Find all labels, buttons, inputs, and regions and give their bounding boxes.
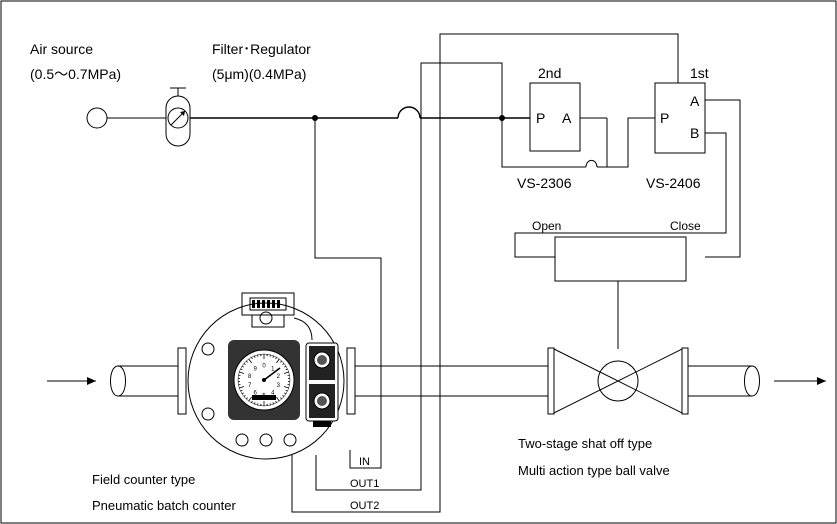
dial-tick <box>240 389 243 392</box>
dial-number: 0 <box>262 364 266 370</box>
dial-tick <box>243 363 246 366</box>
dial-tick <box>275 357 277 360</box>
dial-number: 2 <box>277 374 281 380</box>
stage-2nd-label: 2nd <box>538 65 561 81</box>
dial-tick <box>275 400 277 403</box>
air-pressure-label: (0.5～0.7MPa) <box>30 66 121 82</box>
counter-caption-1: Field counter type <box>92 472 195 487</box>
dial-tick <box>248 396 252 402</box>
counter-caption-2: Pneumatic batch counter <box>92 498 236 513</box>
air-source-symbol <box>86 107 108 129</box>
dial-number: 1 <box>271 366 275 372</box>
dial-tick <box>280 397 283 400</box>
dial-tick <box>285 368 288 371</box>
actuator-close-label: Close <box>670 219 701 233</box>
dial-tick <box>251 357 253 360</box>
air-supply-line <box>86 87 530 147</box>
signal-out1-label: OUT1 <box>350 478 379 490</box>
air-source-label: Air source <box>30 41 93 57</box>
dial-tick <box>239 386 245 389</box>
actuator-open-label: Open <box>532 219 561 233</box>
dial-tick <box>245 397 248 400</box>
dial-tick <box>245 360 248 363</box>
dial-tick <box>276 358 280 364</box>
dial-tick <box>282 394 285 397</box>
valve-caption-1: Two-stage shat off type <box>518 436 652 451</box>
dial-tick <box>240 368 243 371</box>
filter-regulator-symbol <box>165 87 191 147</box>
dial-tick <box>283 371 289 374</box>
valve-actuator <box>554 236 687 349</box>
dial-tick <box>241 392 244 395</box>
valve-1st-stage <box>514 82 741 258</box>
dial-tick <box>284 392 287 395</box>
dial-tick <box>239 371 245 374</box>
dial-tick <box>284 365 287 368</box>
out2-signal-line <box>291 33 679 513</box>
valve-2nd-model: VS-2306 <box>517 175 572 191</box>
dial-number: 4 <box>271 391 275 397</box>
dial-tick <box>283 386 289 389</box>
port-b-1st: B <box>690 125 699 141</box>
signal-out2-label: OUT2 <box>350 500 379 512</box>
valve-caption-2: Multi action type ball valve <box>518 463 670 478</box>
in-signal-line <box>314 118 382 469</box>
signal-in-label: IN <box>359 456 370 468</box>
valve-1st-model: VS-2406 <box>646 175 701 191</box>
dial-tick <box>248 358 252 364</box>
port-p-2nd: P <box>536 110 545 126</box>
out1-signal-line <box>315 62 503 491</box>
port-a-2nd: A <box>562 110 572 126</box>
dial-tick <box>282 363 285 366</box>
dial-tick <box>285 389 288 392</box>
field-counter-meter: 0123456789 <box>187 292 345 460</box>
dial-tick <box>280 360 283 363</box>
dial-number: 7 <box>248 383 252 389</box>
valve-2nd-stage <box>501 82 608 168</box>
main-pipe <box>47 347 826 415</box>
dial-tick <box>254 402 256 405</box>
dial-tick <box>272 355 274 358</box>
dial-tick <box>243 394 246 397</box>
dial-number: 6 <box>254 391 258 397</box>
port-a-1st: A <box>690 93 700 109</box>
dial-tick <box>251 400 253 403</box>
dial-number: 3 <box>277 383 281 389</box>
dial-tick <box>241 365 244 368</box>
filter-regulator-label: Filter･Regulator <box>212 41 311 57</box>
dial-number: 9 <box>254 366 258 372</box>
filter-spec-label: (5μm)(0.4MPa) <box>212 66 306 82</box>
dial-tick <box>272 402 274 405</box>
stage-1st-label: 1st <box>690 65 709 81</box>
dial-tick <box>276 396 280 402</box>
port-p-1st: P <box>660 110 669 126</box>
dial-number: 8 <box>248 374 252 380</box>
dial-tick <box>254 355 256 358</box>
